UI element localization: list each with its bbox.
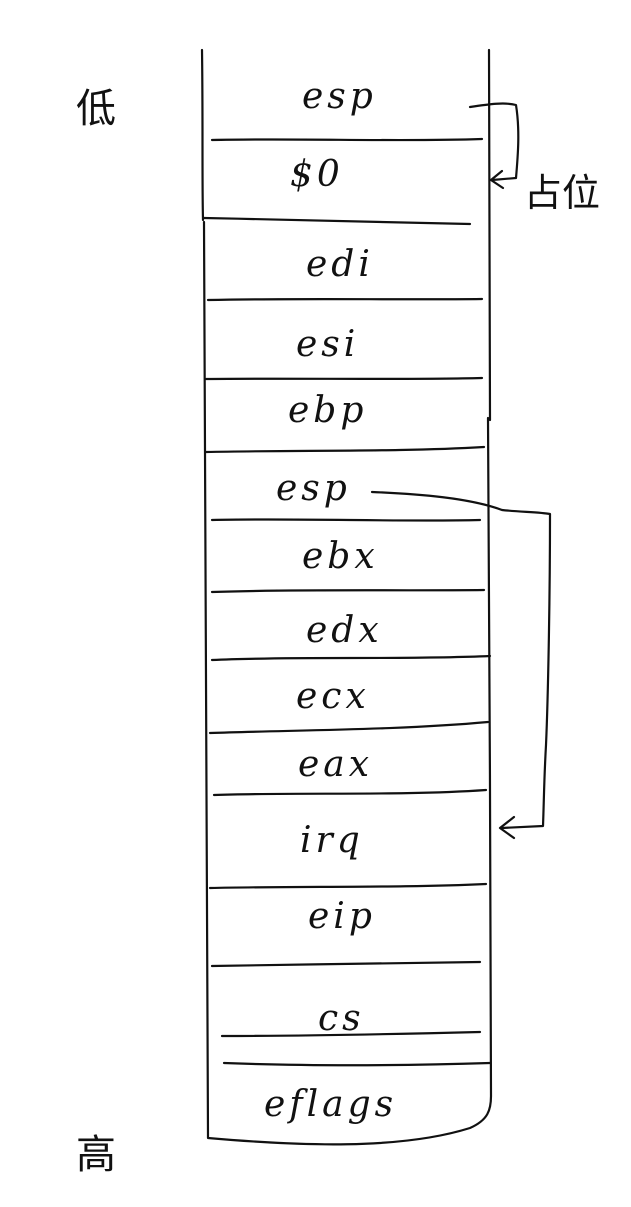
stack-right-edge-upper — [487, 48, 492, 422]
slot-divider — [208, 720, 490, 735]
placeholder-arrowhead — [489, 169, 505, 190]
esp-to-irq-arrow — [370, 490, 552, 830]
slot-divider — [202, 216, 472, 226]
esp-to-irq-arrowhead — [498, 815, 516, 840]
slot-divider — [210, 137, 484, 142]
slot-label-edx: edx — [306, 610, 383, 651]
low-address-label: 低 — [76, 86, 116, 132]
slot-label-ecx: ecx — [296, 676, 370, 717]
slot-label-esp-saved: esp — [276, 468, 351, 509]
slot-label-eflags: eflags — [264, 1084, 397, 1125]
slot-label-ebx: ebx — [302, 536, 379, 577]
frame-box — [202, 220, 493, 1146]
stack-left-edge-upper — [200, 48, 205, 222]
placeholder-bracket — [468, 102, 520, 182]
slot-label-irq: irq — [300, 820, 364, 861]
slot-label-zero: $0 — [290, 154, 344, 195]
slot-divider — [204, 376, 484, 381]
slot-divider — [210, 518, 482, 522]
slot-divider — [210, 960, 482, 968]
slot-label-eip: eip — [308, 896, 376, 937]
slot-label-edi: edi — [306, 244, 374, 285]
slot-dividers — [202, 137, 492, 1067]
high-address-label: 高 — [76, 1132, 116, 1178]
slot-divider — [220, 1030, 482, 1038]
slot-label-esp-top: esp — [302, 76, 377, 117]
slot-label-esi: esi — [296, 324, 359, 365]
slot-divider — [204, 445, 486, 454]
slot-divider — [212, 788, 488, 797]
slot-label-cs: cs — [318, 998, 365, 1039]
slot-label-eax: eax — [298, 744, 373, 785]
slot-divider — [206, 297, 484, 302]
slot-divider — [210, 654, 492, 662]
placeholder-note: 占位 — [524, 171, 600, 215]
slot-divider — [208, 882, 488, 890]
slot-divider — [222, 1061, 492, 1067]
slot-label-ebp: ebp — [288, 390, 367, 431]
stack-slot-labels: esp $0 edi esi ebp esp ebx edx ecx eax i… — [264, 76, 397, 1125]
slot-divider — [210, 588, 486, 594]
